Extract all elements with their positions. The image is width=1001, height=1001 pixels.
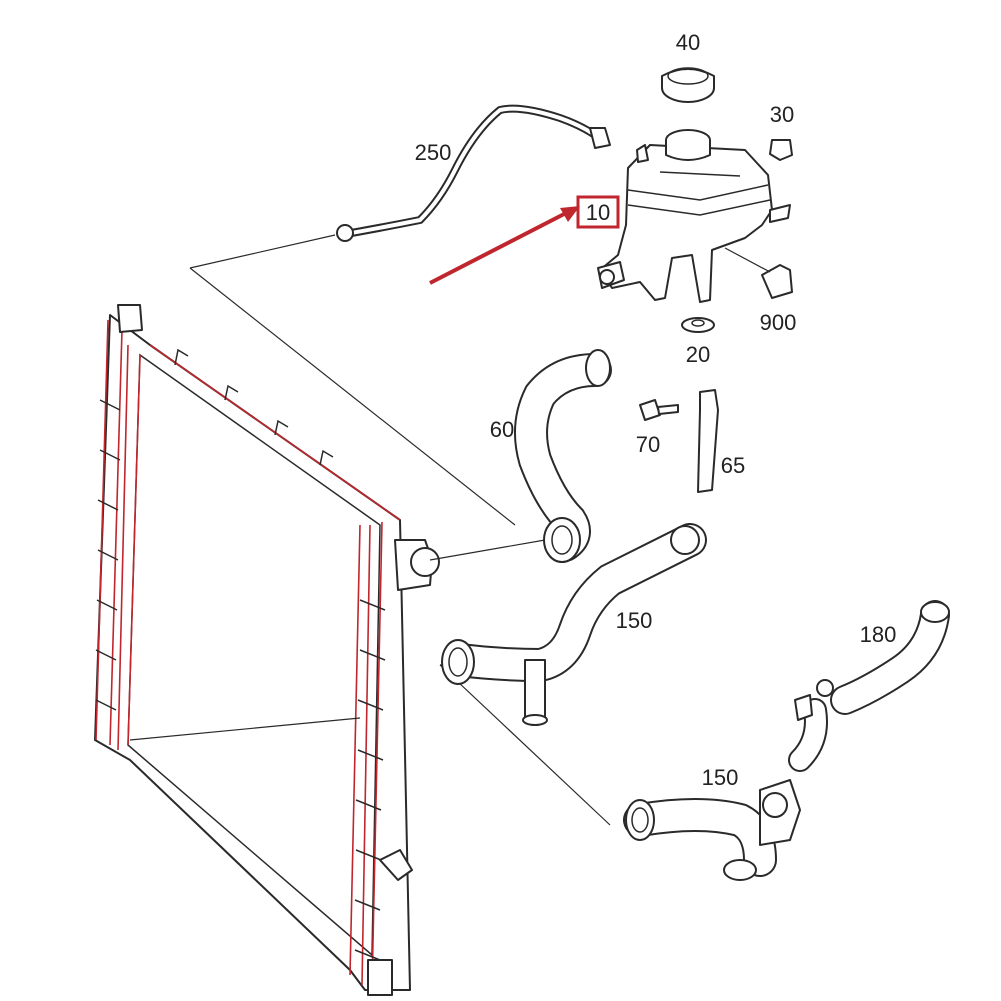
grommet-20 bbox=[681, 317, 715, 333]
label-10: 10 bbox=[586, 200, 610, 225]
highlight-arrow bbox=[429, 206, 580, 285]
level-sensor-30 bbox=[769, 139, 793, 161]
label-30: 30 bbox=[770, 102, 794, 127]
upper-hose-60 bbox=[514, 349, 612, 563]
bracket-65 bbox=[697, 389, 719, 493]
hose-180 bbox=[816, 600, 950, 715]
hose-150-lower bbox=[623, 694, 828, 881]
hose-150-upper bbox=[441, 523, 707, 726]
label-70: 70 bbox=[636, 432, 660, 457]
bolt-70 bbox=[639, 399, 679, 421]
expansion-tank-cap-40 bbox=[661, 67, 715, 103]
vent-hose-250 bbox=[336, 104, 611, 242]
label-900: 900 bbox=[760, 310, 797, 335]
radiator bbox=[94, 304, 440, 996]
highlight-box bbox=[576, 195, 620, 229]
label-150-upper: 150 bbox=[616, 608, 653, 633]
label-65: 65 bbox=[721, 453, 745, 478]
bracket-900 bbox=[724, 247, 793, 299]
label-180: 180 bbox=[860, 622, 897, 647]
label-40: 40 bbox=[676, 30, 700, 55]
label-250: 250 bbox=[415, 140, 452, 165]
expansion-tank-10 bbox=[597, 129, 791, 303]
label-150-lower: 150 bbox=[702, 765, 739, 790]
label-20: 20 bbox=[686, 342, 710, 367]
label-60: 60 bbox=[490, 417, 514, 442]
